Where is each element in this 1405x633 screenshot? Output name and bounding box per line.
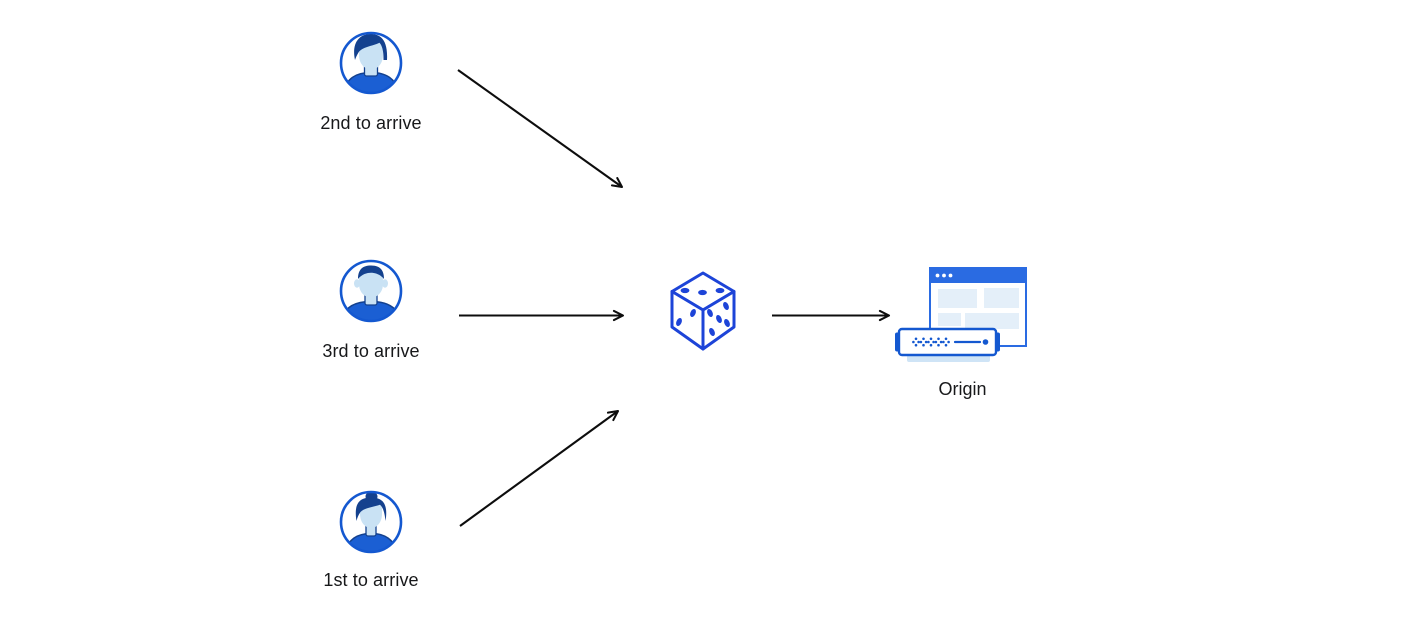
client1-label: 1st to arrive [323, 570, 419, 590]
origin-label: Origin [938, 379, 987, 399]
female-bun-avatar-icon [339, 490, 403, 554]
client3-label: 3rd to arrive [322, 341, 420, 361]
client2-label: 2nd to arrive [320, 113, 422, 133]
origin-server-browser-icon [895, 267, 1027, 362]
server-led-pattern [912, 337, 989, 347]
arrow-client2-to-dice [457, 69, 624, 189]
male-flattop-avatar-icon [339, 259, 403, 323]
male-pompadour-avatar-icon [339, 31, 403, 95]
dice-icon [670, 271, 736, 351]
arrow-client1-to-dice [459, 409, 620, 527]
